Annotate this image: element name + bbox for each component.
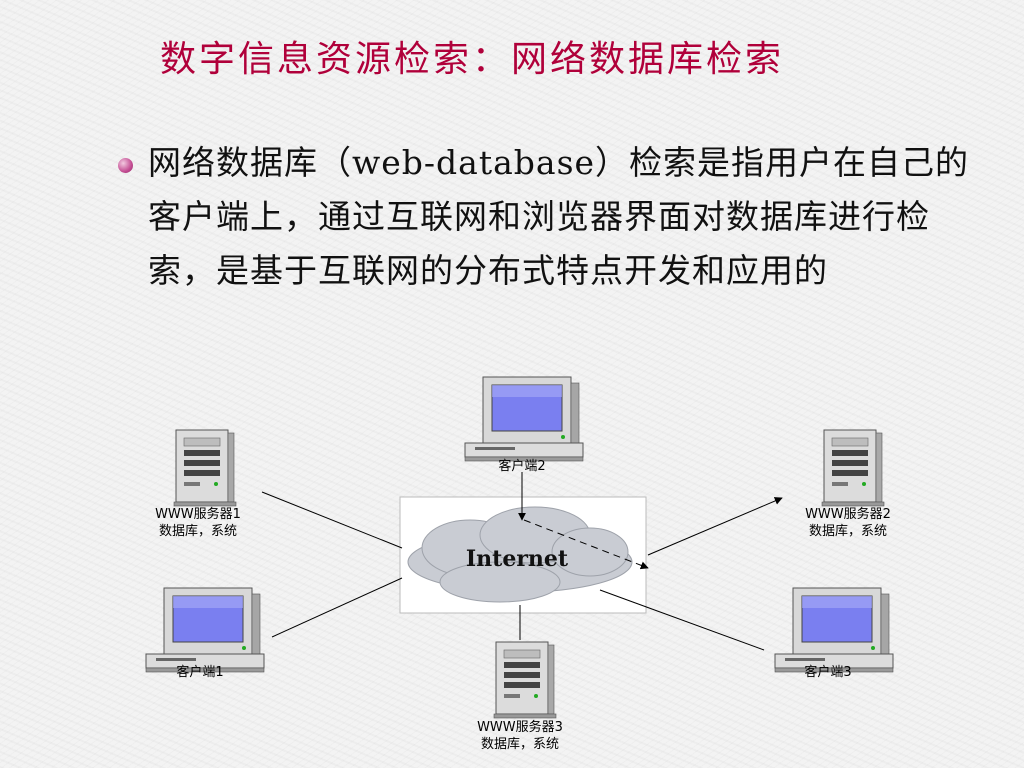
client3-node: 客户端3	[774, 587, 894, 680]
server2-name: WWW服务器2	[805, 506, 891, 522]
line-client3	[599, 589, 765, 651]
computer-icon	[145, 587, 265, 673]
server2-node: WWW服务器2 数据库，系统	[805, 429, 891, 539]
slide-title: 数字信息资源检索：网络数据库检索	[160, 39, 785, 80]
internet-label: Internet	[466, 546, 569, 572]
server-icon	[173, 429, 237, 507]
server-icon	[493, 641, 557, 719]
dashed-arrow-query	[523, 519, 649, 570]
server3-name: WWW服务器3	[477, 719, 563, 735]
bullet-icon	[118, 158, 133, 173]
server1-desc: 数据库，系统	[159, 523, 237, 539]
internet-cloud: Internet	[399, 496, 647, 614]
computer-icon	[774, 587, 894, 673]
line-client1	[271, 577, 403, 638]
client3-label: 客户端3	[804, 664, 851, 680]
client2-label: 客户端2	[498, 458, 545, 474]
server-icon	[821, 429, 885, 507]
server2-desc: 数据库，系统	[809, 523, 887, 539]
connection-lines	[261, 472, 783, 651]
client2-node: 客户端2	[464, 376, 584, 474]
arrow-to-server2	[647, 497, 783, 556]
computer-icon	[464, 376, 584, 462]
server3-node: WWW服务器3 数据库，系统	[477, 641, 563, 752]
client1-label: 客户端1	[176, 664, 223, 680]
server1-name: WWW服务器1	[155, 506, 241, 522]
client1-node: 客户端1	[145, 587, 265, 680]
line-server1	[261, 491, 403, 549]
body-paragraph: 网络数据库（web-database）检索是指用户在自己的客户端上，通过互联网和…	[148, 143, 970, 290]
server3-desc: 数据库，系统	[481, 736, 559, 752]
server1-node: WWW服务器1 数据库，系统	[155, 429, 241, 539]
